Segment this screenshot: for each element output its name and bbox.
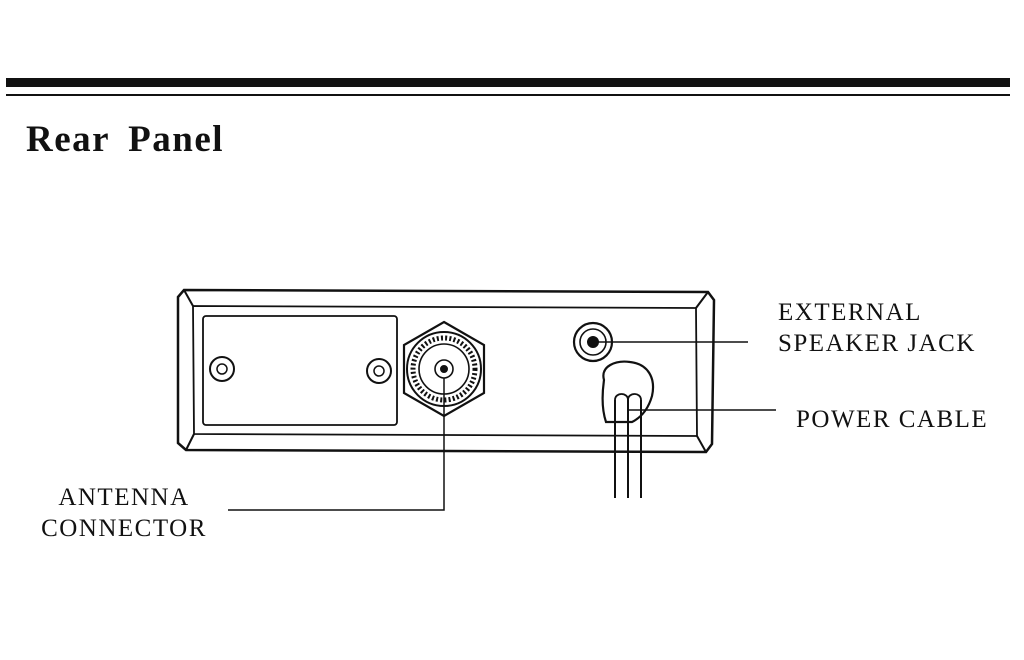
power-cable-label: POWER CABLE bbox=[796, 404, 988, 435]
antenna-connector-label-line-2: CONNECTOR bbox=[41, 515, 207, 542]
power-cable-icon bbox=[601, 360, 655, 498]
external-speaker-jack-label-line-2: SPEAKER JACK bbox=[778, 330, 976, 357]
external-speaker-jack-label-line-1: EXTERNAL bbox=[778, 299, 922, 326]
antenna-connector-label: ANTENNA CONNECTOR bbox=[30, 482, 218, 544]
right-screw-icon bbox=[366, 358, 392, 384]
cover-plate bbox=[202, 315, 398, 426]
antenna-connector-leader-line bbox=[228, 378, 445, 511]
header-rule-thin bbox=[6, 94, 1010, 96]
page-title: Rear Panel bbox=[26, 119, 225, 160]
external-speaker-jack-label: EXTERNAL SPEAKER JACK bbox=[778, 297, 976, 359]
rear-panel-frame bbox=[176, 288, 716, 454]
left-screw-icon bbox=[209, 356, 235, 382]
header-rule-thick bbox=[6, 78, 1010, 87]
power-cable-label-line-1: POWER CABLE bbox=[796, 406, 989, 433]
antenna-connector-label-line-1: ANTENNA bbox=[58, 484, 190, 511]
